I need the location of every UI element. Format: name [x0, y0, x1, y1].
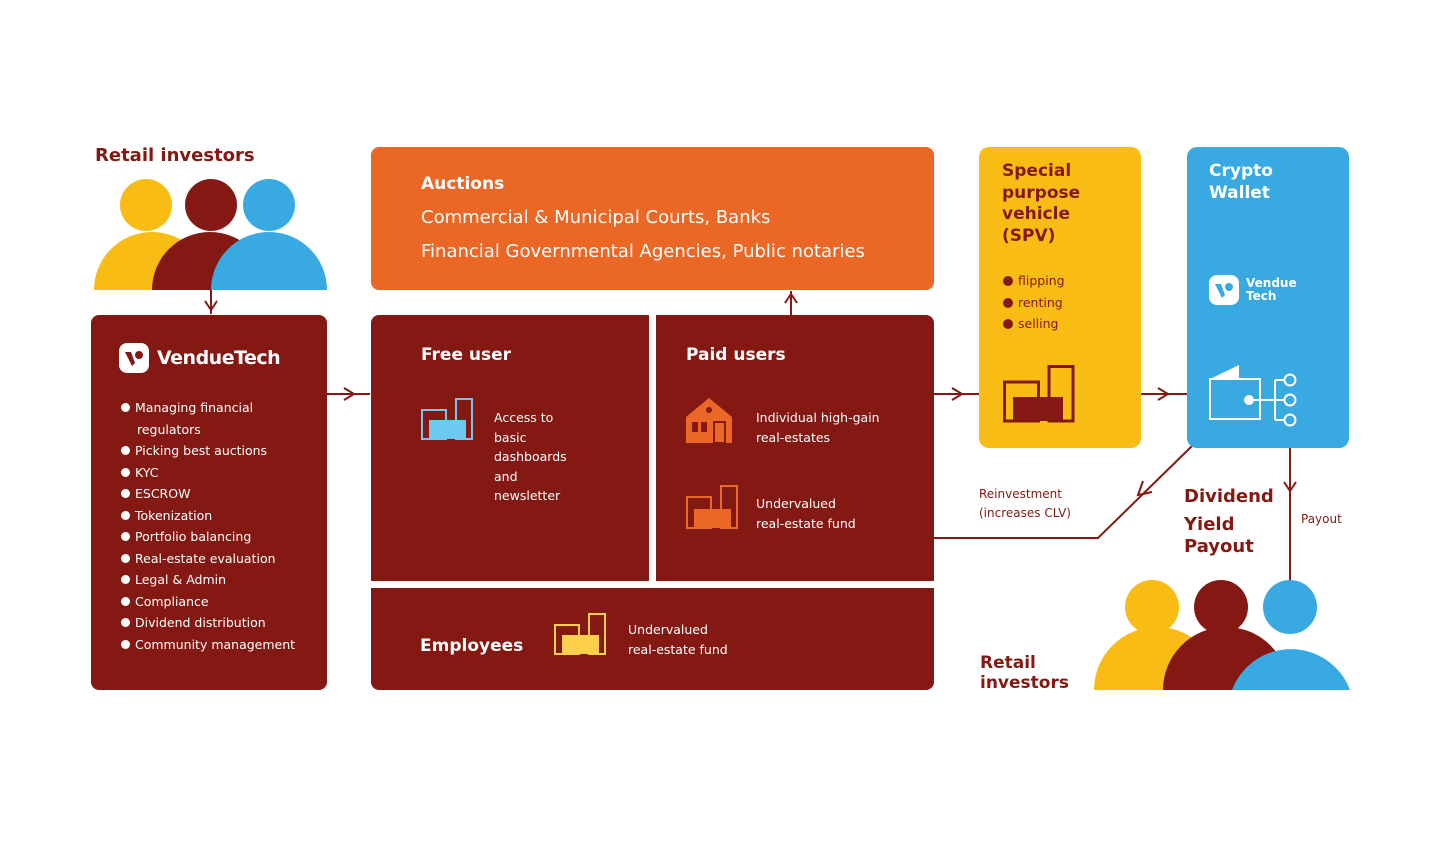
spv-panel: Special purpose vehicle (SPV) flipping r… [979, 147, 1141, 448]
crypto-wallet-panel: Crypto Wallet Vendue Tech [1187, 147, 1349, 448]
service-item: Legal & Admin [121, 569, 295, 591]
service-item: ESCROW [121, 483, 295, 505]
spv-activities-list: flipping renting selling [1003, 270, 1065, 335]
paid-users-panel: Paid users Individual high-gain real-est… [656, 315, 934, 581]
payout-label: Payout [1301, 512, 1342, 526]
service-item: Picking best auctions [121, 440, 295, 462]
paid-users-title: Paid users [686, 345, 786, 365]
auctions-title: Auctions [421, 174, 505, 194]
employees-title: Employees [420, 636, 524, 656]
person-maroon-head [185, 179, 237, 231]
reinvestment-label: Reinvestment (increases CLV) [979, 487, 1071, 520]
spv-title: Special purpose vehicle (SPV) [1002, 161, 1081, 246]
employees-panel: Employees Undervalued real-estate fund [371, 588, 934, 690]
vendutech-logo: Vendue Tech [1209, 275, 1297, 305]
vendutech-logo-text: VendueTech [157, 347, 281, 369]
auctions-sources-line1: Commercial & Municipal Courts, Banks [421, 207, 771, 228]
service-item: Tokenization [121, 505, 295, 527]
house-icon [686, 398, 732, 443]
spv-activity: renting [1003, 292, 1065, 314]
paid-item-fund: Undervalued real-estate fund [756, 496, 856, 531]
person-yellow-head [120, 179, 172, 231]
vendutech-logo-icon [1209, 275, 1239, 305]
paid-item-real-estates: Individual high-gain real-estates [756, 410, 880, 445]
retail-investors-bottom-title: Retail investors [980, 653, 1069, 693]
person-maroon-head [1194, 580, 1248, 634]
person-blue-body [211, 232, 327, 290]
person-blue-head [1263, 580, 1317, 634]
retail-investors-title: Retail investors [95, 145, 255, 166]
buildings-icon [554, 613, 606, 655]
free-user-panel: Free user Access to basic dashboards and… [371, 315, 649, 581]
arrow-reinvestment [934, 445, 1193, 539]
retail-investors-people-icon [94, 179, 327, 290]
spv-activity: flipping [1003, 270, 1065, 292]
service-item: Community management [121, 634, 295, 656]
spv-activity: selling [1003, 313, 1065, 335]
service-item: Real-estate evaluation [121, 548, 295, 570]
service-item: KYC [121, 462, 295, 484]
vendutech-logo: VendueTech [119, 343, 281, 373]
employees-description: Undervalued real-estate fund [628, 622, 728, 657]
person-blue-head [243, 179, 295, 231]
person-yellow-head [1125, 580, 1179, 634]
free-user-title: Free user [421, 345, 512, 365]
retail-investors-people-icon [1094, 580, 1350, 690]
buildings-icon [686, 485, 738, 529]
dividend-yield-payout-label: Dividend Yield Payout [1184, 486, 1274, 557]
crypto-wallet-title: Crypto Wallet [1209, 161, 1273, 203]
auctions-sources-line2: Financial Governmental Agencies, Public … [421, 241, 865, 262]
service-item: Dividend distribution [121, 612, 295, 634]
vendutech-logo-text: Vendue Tech [1246, 276, 1297, 303]
buildings-icon [1003, 365, 1075, 423]
vendutech-logo-icon [119, 343, 149, 373]
person-blue-body [1232, 649, 1350, 690]
wallet-network-icon [1209, 365, 1297, 427]
buildings-icon [421, 398, 473, 440]
free-user-description: Access to basic dashboards and newslette… [494, 410, 567, 503]
service-item: Portfolio balancing [121, 526, 295, 548]
service-item: Compliance [121, 591, 295, 613]
auctions-panel: Auctions Commercial & Municipal Courts, … [371, 147, 934, 290]
